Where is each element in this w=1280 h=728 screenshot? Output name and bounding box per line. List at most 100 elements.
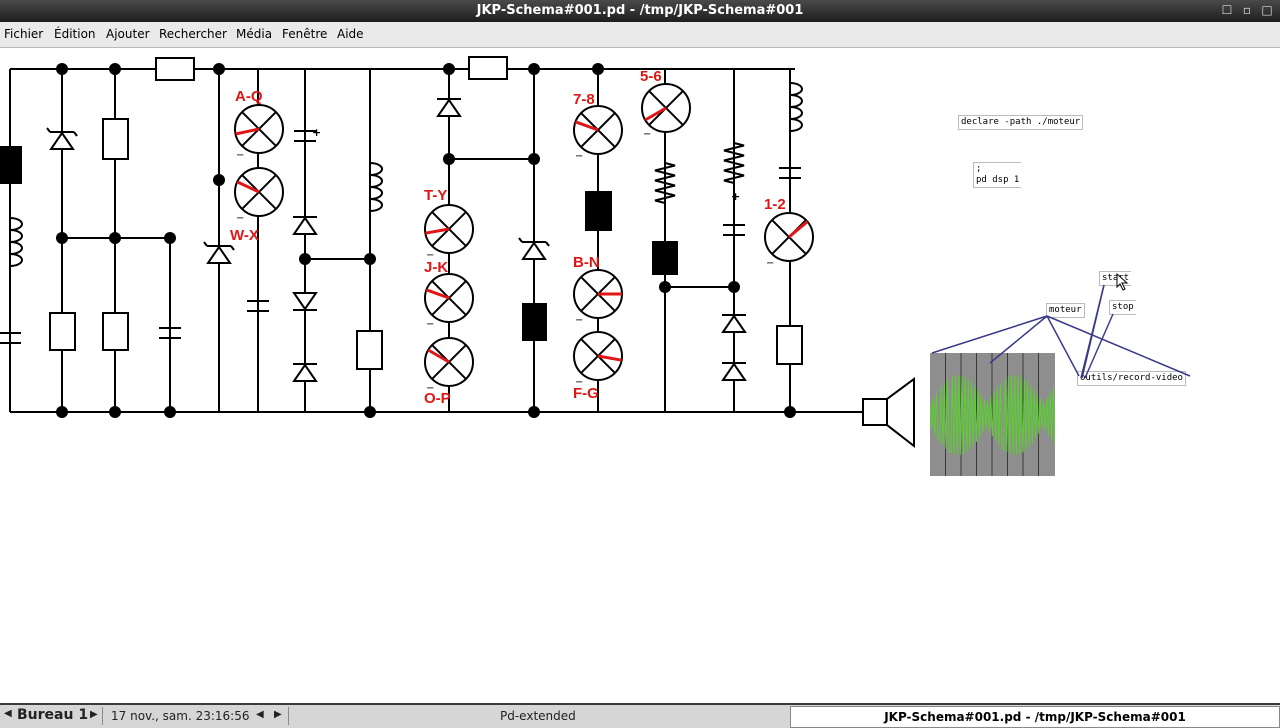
lamp-label: J-K — [424, 259, 448, 276]
zener-tip — [230, 245, 235, 251]
junction-dot — [728, 281, 740, 293]
lamp-label: F-G — [573, 385, 599, 402]
lamp-needle — [427, 348, 450, 364]
junction-dot — [592, 63, 604, 75]
lamp-minus-sign: − — [426, 383, 434, 394]
menu-media[interactable]: Média — [236, 27, 273, 41]
black-component — [585, 191, 612, 231]
junction-dot — [213, 63, 225, 75]
black-component — [0, 146, 22, 184]
junction-dot — [213, 174, 225, 186]
junction-dot — [109, 406, 121, 418]
clock: 17 nov., sam. 23:16:56 — [111, 709, 250, 723]
junction-dot — [784, 406, 796, 418]
zener-tip — [518, 237, 523, 243]
stop-message[interactable]: stop — [1109, 300, 1136, 315]
lamp-needle — [236, 180, 260, 194]
junction-dot — [164, 406, 176, 418]
resistor — [356, 330, 383, 370]
circuit-schematic: −A-Q−W-X−T-Y−J-K−O-P−7-8−B-N−F-G−5-6−1-2… — [0, 56, 915, 449]
lamp-minus-sign: − — [426, 319, 434, 330]
menu-fenetre[interactable]: Fenêtre — [282, 27, 328, 41]
speaker-icon — [862, 398, 888, 426]
lamp-minus-sign: − — [575, 315, 583, 326]
lamp-minus-sign: − — [766, 258, 774, 269]
menu-edition[interactable]: Édition — [54, 27, 96, 41]
lamp-label: W-X — [230, 227, 259, 244]
lamp-minus-sign: − — [575, 377, 583, 388]
junction-dot — [443, 63, 455, 75]
lamp-label: 1-2 — [764, 196, 786, 213]
junction-dot — [109, 232, 121, 244]
diode — [206, 245, 232, 264]
maximize-button[interactable]: □ — [1261, 3, 1273, 17]
lamp-label: T-Y — [424, 187, 447, 204]
lamp-needle — [644, 106, 667, 122]
zigzag-resistor — [654, 162, 676, 204]
lamp-needle — [788, 220, 809, 239]
resistor — [468, 56, 508, 80]
black-component — [522, 303, 547, 341]
menu-rechercher[interactable]: Rechercher — [159, 27, 227, 41]
menu-ajouter[interactable]: Ajouter — [106, 27, 150, 41]
junction-dot — [109, 63, 121, 75]
junction-dot — [528, 153, 540, 165]
coil — [9, 217, 23, 267]
patch-canvas[interactable]: −A-Q−W-X−T-Y−J-K−O-P−7-8−B-N−F-G−5-6−1-2… — [0, 48, 1280, 703]
diode — [292, 216, 318, 235]
waveform-display — [930, 353, 1055, 476]
window-menu-button[interactable]: ☐ — [1221, 3, 1233, 17]
dsp-on-message[interactable]: ; pd dsp 1 — [973, 162, 1022, 188]
resistor — [102, 118, 129, 160]
zener-tip — [73, 131, 78, 137]
lamp-needle — [574, 120, 599, 132]
diode — [49, 131, 75, 150]
diode — [436, 98, 462, 117]
task-active-window[interactable]: JKP-Schema#001.pd - /tmp/JKP-Schema#001 — [790, 706, 1280, 728]
lamp-label: A-Q — [235, 88, 263, 105]
lamp-label: 5-6 — [640, 68, 662, 85]
menu-fichier[interactable]: Fichier — [4, 27, 44, 41]
resistor — [155, 57, 195, 81]
speaker-cone-icon — [886, 377, 915, 449]
diode — [721, 314, 747, 333]
workspace-right-arrow[interactable]: ▶ — [90, 709, 98, 720]
junction-dot — [56, 406, 68, 418]
taskbar-divider — [288, 707, 289, 725]
junction-dot — [56, 232, 68, 244]
junction-dot — [164, 232, 176, 244]
zener-tip — [203, 241, 208, 247]
clock-next-arrow[interactable]: ▶ — [274, 709, 282, 720]
task-pd-extended[interactable]: Pd-extended — [500, 709, 576, 723]
minimize-button[interactable]: ▫ — [1242, 3, 1252, 17]
resistor — [776, 325, 803, 365]
workspace-name[interactable]: Bureau 1 — [17, 707, 89, 723]
junction-dot — [528, 63, 540, 75]
coil — [369, 162, 383, 212]
lamp-label: B-N — [573, 254, 600, 271]
lamp-minus-sign: − — [643, 129, 651, 140]
lamp-needle — [597, 354, 622, 362]
record-video-object[interactable]: outils/record-video — [1077, 371, 1186, 386]
moteur-object[interactable]: moteur — [1046, 303, 1085, 318]
black-component — [652, 241, 678, 275]
lamp-label: O-P — [424, 390, 451, 407]
junction-dot — [528, 406, 540, 418]
junction-dot — [659, 281, 671, 293]
menu-bar: Fichier Édition Ajouter Rechercher Média… — [0, 22, 1280, 48]
lamp-minus-sign: − — [575, 151, 583, 162]
video-preview — [930, 353, 1055, 476]
lamp-minus-sign: − — [236, 150, 244, 161]
workspace-left-arrow[interactable]: ◀ — [4, 708, 12, 719]
declare-object[interactable]: declare -path ./moteur — [958, 115, 1084, 130]
diode — [292, 292, 318, 311]
diode — [721, 362, 747, 381]
junction-dot — [443, 153, 455, 165]
coil — [789, 82, 803, 132]
diode — [521, 241, 547, 260]
junction-dot — [364, 406, 376, 418]
lamp-minus-sign: − — [426, 250, 434, 261]
menu-aide[interactable]: Aide — [337, 27, 364, 41]
junction-dot — [364, 253, 376, 265]
clock-prev-arrow[interactable]: ◀ — [256, 709, 264, 720]
